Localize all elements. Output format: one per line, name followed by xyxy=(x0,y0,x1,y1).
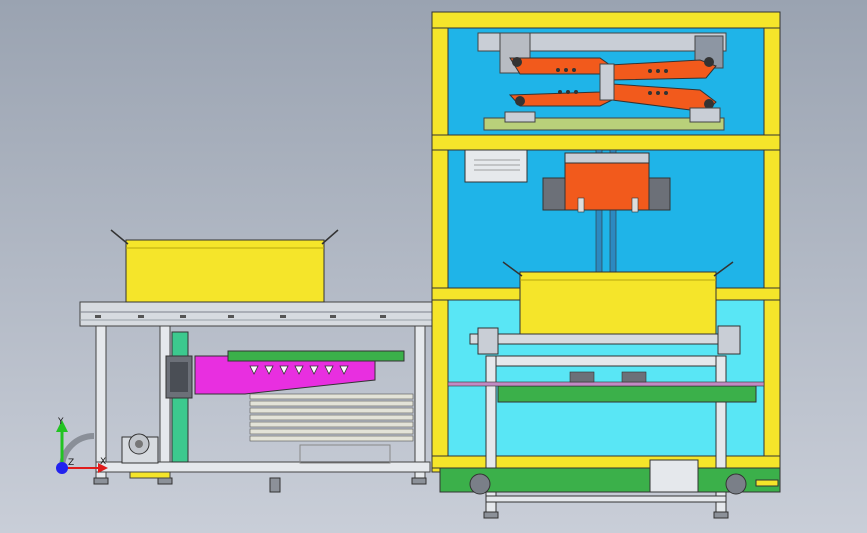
middle-gripper-head[interactable] xyxy=(464,149,671,213)
left-conveyor-assembly xyxy=(79,229,433,493)
right-conveyor xyxy=(469,325,741,517)
table-feet xyxy=(93,477,427,493)
table-legs xyxy=(95,325,426,479)
right-product-box[interactable] xyxy=(502,261,734,335)
vertical-column xyxy=(165,331,193,463)
z-axis-label: Z xyxy=(68,458,74,468)
lower-green-plate xyxy=(497,385,757,403)
plate-stack xyxy=(249,393,414,442)
machine-base xyxy=(439,459,781,519)
right-machine-frame xyxy=(431,11,781,519)
z-axis-dot xyxy=(56,462,68,474)
y-axis-label: Y xyxy=(57,417,64,427)
conveyor-slots xyxy=(95,315,386,318)
left-product-box[interactable] xyxy=(110,229,339,303)
conveyor-rail xyxy=(79,301,433,327)
axis-triad: Y Z X xyxy=(56,417,108,474)
drive-motor[interactable] xyxy=(121,433,159,464)
top-linkage-mechanism[interactable] xyxy=(477,32,727,131)
x-axis-label: X xyxy=(100,457,106,467)
magenta-carrier[interactable] xyxy=(194,350,405,395)
